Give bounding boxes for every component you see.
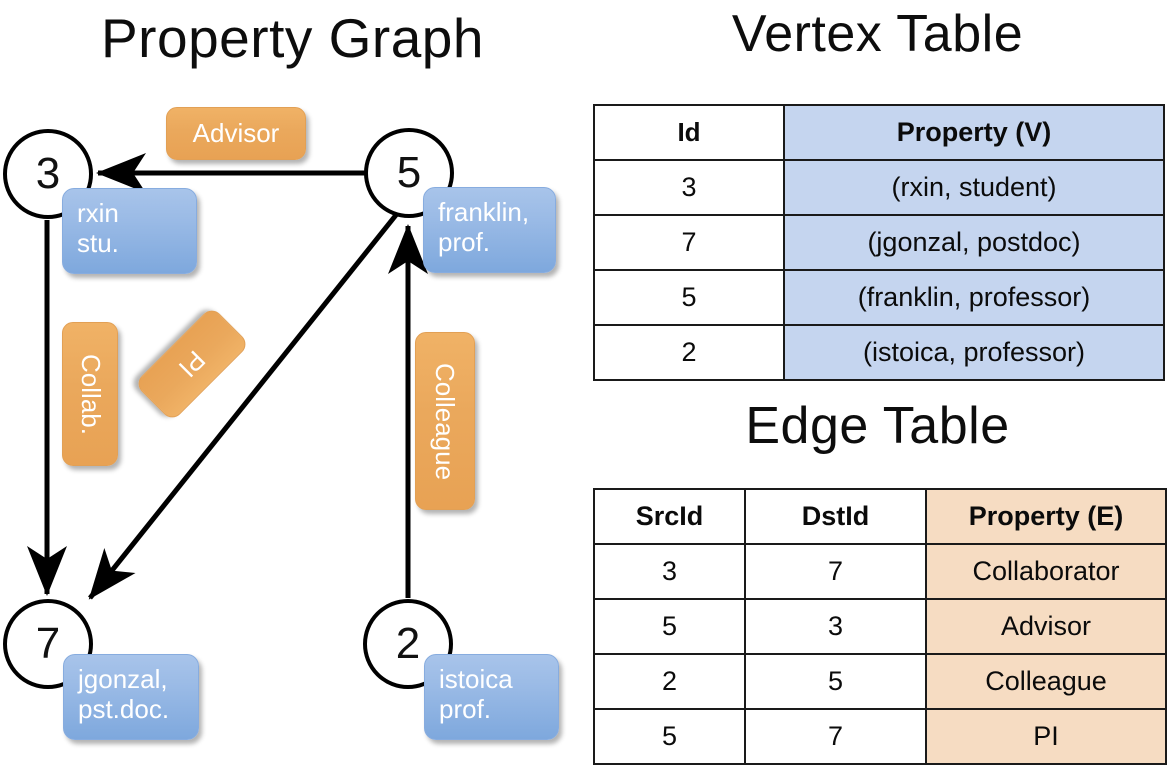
table-header-row: Id Property (V): [593, 104, 1165, 161]
cell-property-v: (franklin, professor): [783, 269, 1165, 326]
table-row: 7 (jgonzal, postdoc): [593, 214, 1165, 271]
node-label: 7: [35, 619, 61, 668]
table-row: 5 3 Advisor: [593, 598, 1167, 655]
column-header-property-e: Property (E): [925, 488, 1167, 545]
cell-id: 2: [593, 324, 785, 381]
node-property-line: pst.doc.: [78, 693, 170, 724]
cell-dstid: 7: [744, 708, 927, 765]
node-property-line: stu.: [77, 227, 119, 258]
edge-label-collab: Collab.: [62, 322, 118, 466]
node-property-box-7: jgonzal, pst.doc.: [63, 654, 199, 740]
cell-srcid: 5: [593, 598, 746, 655]
page-title-vertex-table: Vertex Table: [731, 5, 1024, 63]
node-property-line: franklin,: [438, 197, 530, 227]
cell-property-e: Collaborator: [925, 543, 1167, 600]
column-header-id: Id: [593, 104, 785, 161]
column-header-property-v: Property (V): [783, 104, 1165, 161]
node-property-line: prof.: [438, 226, 491, 257]
table-header-row: SrcId DstId Property (E): [593, 488, 1167, 545]
node-label: 2: [395, 619, 421, 668]
edge-label-text: Colleague: [430, 362, 461, 480]
cell-property-e: Advisor: [925, 598, 1167, 655]
edge-label-text: PI: [173, 345, 212, 384]
edge-label-text: Collab.: [75, 353, 106, 435]
node-property-box-5: franklin, prof.: [423, 187, 556, 273]
cell-srcid: 3: [593, 543, 746, 600]
cell-dstid: 7: [744, 543, 927, 600]
edge-label-advisor: Advisor: [166, 107, 306, 160]
cell-id: 3: [593, 159, 785, 216]
column-header-srcid: SrcId: [593, 488, 746, 545]
cell-id: 7: [593, 214, 785, 271]
page-title-property-graph: Property Graph: [100, 7, 484, 69]
node-property-box-2: istoica prof.: [424, 654, 559, 740]
graph-node-5[interactable]: 5: [364, 128, 454, 218]
graph-node-2[interactable]: 2: [363, 599, 453, 689]
table-row: 2 5 Colleague: [593, 653, 1167, 710]
cell-dstid: 5: [744, 653, 927, 710]
graph-edges-layer: [27, 153, 428, 600]
cell-property-v: (jgonzal, postdoc): [783, 214, 1165, 271]
property-graph-diagram: 3 5 7 2 rxin stu. franklin, prof. jgonza…: [0, 0, 585, 760]
node-label: 5: [396, 148, 422, 197]
node-label: 3: [35, 149, 61, 198]
table-row: 5 7 PI: [593, 708, 1167, 765]
vertex-table: Id Property (V) 3 (rxin, student) 7 (jgo…: [593, 104, 1165, 381]
node-property-line: istoica: [439, 664, 513, 694]
page-title-edge-table: Edge Table: [745, 397, 1010, 455]
cell-srcid: 2: [593, 653, 746, 710]
cell-srcid: 5: [593, 708, 746, 765]
edge-label-colleague: Colleague: [415, 332, 475, 510]
cell-property-e: PI: [925, 708, 1167, 765]
cell-dstid: 3: [744, 598, 927, 655]
table-row: 3 (rxin, student): [593, 159, 1165, 216]
table-row: 5 (franklin, professor): [593, 269, 1165, 326]
node-property-box-3: rxin stu.: [62, 188, 197, 274]
edge-table: SrcId DstId Property (E) 3 7 Collaborato…: [593, 488, 1167, 765]
edge-5-to-7: [88, 208, 402, 600]
table-row: 2 (istoica, professor): [593, 324, 1165, 381]
column-header-dstid: DstId: [744, 488, 927, 545]
table-row: 3 7 Collaborator: [593, 543, 1167, 600]
node-property-line: prof.: [439, 693, 492, 724]
cell-property-v: (istoica, professor): [783, 324, 1165, 381]
edge-label-text: Advisor: [192, 118, 280, 148]
cell-property-e: Colleague: [925, 653, 1167, 710]
node-property-line: rxin: [77, 198, 119, 228]
cell-id: 5: [593, 269, 785, 326]
node-property-line: jgonzal,: [78, 664, 168, 694]
cell-property-v: (rxin, student): [783, 159, 1165, 216]
